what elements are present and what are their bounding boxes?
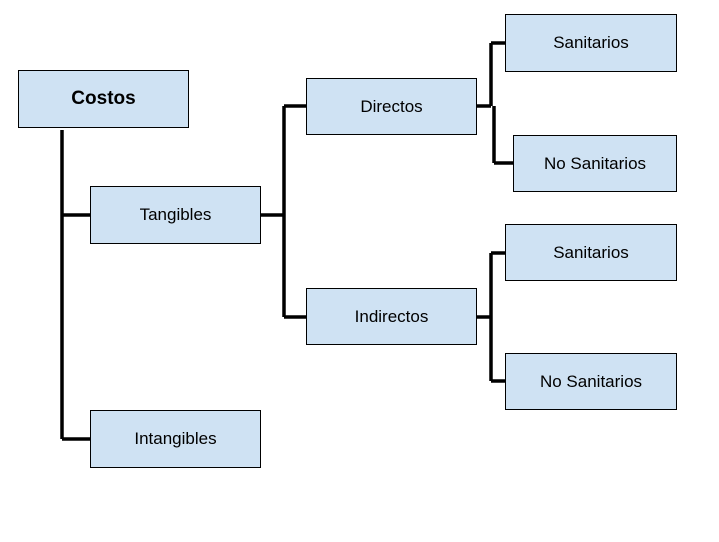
connector-indirectos xyxy=(476,251,505,383)
node-intangibles: Intangibles xyxy=(90,410,261,468)
node-directos-no-sanitarios: No Sanitarios xyxy=(513,135,677,192)
node-directos-sanitarios: Sanitarios xyxy=(505,14,677,72)
node-directos: Directos xyxy=(306,78,477,135)
connector-costos xyxy=(60,130,90,441)
connector-directos xyxy=(476,41,513,165)
node-costos: Costos xyxy=(18,70,189,128)
node-tangibles: Tangibles xyxy=(90,186,261,244)
node-indirectos-no-sanitarios: No Sanitarios xyxy=(505,353,677,410)
node-indirectos-sanitarios: Sanitarios xyxy=(505,224,677,281)
connector-tangibles xyxy=(260,104,306,319)
node-indirectos: Indirectos xyxy=(306,288,477,345)
